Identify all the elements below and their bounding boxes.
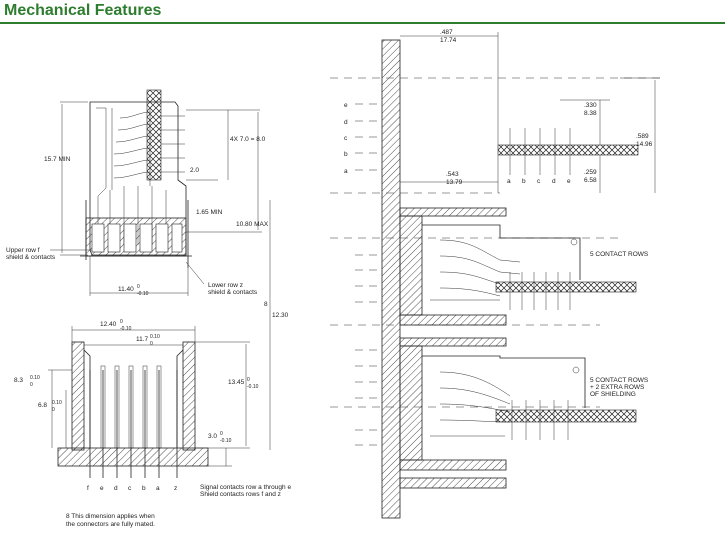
dim-3-0: 3.0 xyxy=(208,433,217,440)
dim-8-3-tol-bot: 0 xyxy=(30,382,33,388)
dim-13-45: 13.45 xyxy=(228,379,245,386)
title-divider xyxy=(0,22,725,24)
row-letter: d xyxy=(344,119,348,126)
footnote-2: the connectors are fully mated. xyxy=(66,521,155,528)
dim-543: .543 xyxy=(446,171,459,178)
dim-11-7-tol-top: 0.10 xyxy=(150,334,160,340)
dim-11-7: 11.7 xyxy=(136,336,149,343)
dim-589: .589 xyxy=(636,133,649,140)
pcb-letter: e xyxy=(567,178,571,185)
pin-label: e xyxy=(100,485,104,492)
dim-11-7-tol-bot: 0 xyxy=(150,341,153,347)
pin-label: f xyxy=(87,485,89,492)
dim-8-3: 8.3 xyxy=(14,377,23,384)
signal-note-2: Shield contacts rows f and z xyxy=(200,491,281,498)
dim-4x-pitch: 4X 7.0 = 8.0 xyxy=(230,136,266,143)
pcb-letters: a b c d e xyxy=(507,178,571,185)
dim-6-58: 6.58 xyxy=(584,177,597,184)
dim-13-45-tol-top: 0 xyxy=(247,377,250,383)
signal-note-1: Signal contacts row a through e xyxy=(200,484,291,491)
upper-row-label-2: shield & contacts xyxy=(6,254,56,261)
dim-8-38: 8.38 xyxy=(584,110,597,117)
upper-row-label-1: Upper row f xyxy=(6,247,40,254)
pin-label: z xyxy=(174,485,177,492)
front-view-drawing xyxy=(48,326,250,478)
note-extra-rows-2: + 2 EXTRA ROWS xyxy=(590,384,645,391)
dim-8-ref: 8 xyxy=(264,301,268,308)
dim-6-8: 6.8 xyxy=(38,402,47,409)
pcb-letter: c xyxy=(537,178,541,185)
dim-13-79: 13.79 xyxy=(446,179,463,186)
pin-label: c xyxy=(128,485,132,492)
dim-6-8-tol-bot: 0 xyxy=(52,407,55,413)
row-letter: c xyxy=(344,135,348,142)
row-letter: e xyxy=(344,102,348,109)
dim-487: .487 xyxy=(440,29,453,36)
page-title: Mechanical Features xyxy=(4,2,162,19)
pcb-letter: d xyxy=(552,178,556,185)
note-extra-rows-3: OF SHIELDING xyxy=(590,391,636,398)
note-extra-rows-1: 5 CONTACT ROWS xyxy=(590,377,649,384)
dim-3-0-tol-bot: -0.10 xyxy=(220,438,232,444)
dim-11-40-tol-bot: -0.10 xyxy=(137,291,149,297)
dim-12-40-tol-bot: -0.10 xyxy=(120,326,132,332)
pcb-letter: a xyxy=(507,178,511,185)
dim-1-65-min: 1.65 MIN xyxy=(196,209,223,216)
dim-15-7-min: 15.7 MIN xyxy=(44,156,71,163)
lower-row-label-2: shield & contacts xyxy=(208,289,258,296)
dim-3-0-tol-top: 0 xyxy=(220,431,223,437)
dim-12-30: 12.30 xyxy=(272,312,289,319)
dim-12-40-tol-top: 0 xyxy=(120,319,123,325)
dim-6-8-tol-top: 0.10 xyxy=(52,400,62,406)
pin-label: a xyxy=(156,485,160,492)
pin-label: b xyxy=(142,485,146,492)
lower-row-label-1: Lower row z xyxy=(208,282,243,289)
pin-row-labels: f e d c b a z xyxy=(87,485,177,492)
dim-17-74: 17.74 xyxy=(440,37,457,44)
side-view-drawing xyxy=(50,89,271,450)
dim-14-96: 14.96 xyxy=(636,141,653,148)
dim-259: .259 xyxy=(584,169,597,176)
row-letter: b xyxy=(344,151,348,158)
dim-12-40: 12.40 xyxy=(100,321,117,328)
footnote-1: 8 This dimension applies when xyxy=(66,513,155,520)
dim-11-40-tol-top: 0 xyxy=(137,284,140,290)
note-5-contact-rows: 5 CONTACT ROWS xyxy=(590,251,649,258)
pin-label: d xyxy=(114,485,118,492)
dim-2-0: 2.0 xyxy=(190,167,199,174)
cross-section-drawing xyxy=(330,32,660,519)
row-letters: e d c b a xyxy=(344,102,348,175)
dim-11-40: 11.40 xyxy=(118,286,134,293)
pcb-letter: b xyxy=(522,178,526,185)
row-letter: a xyxy=(344,168,348,175)
dim-10-80-max: 10.80 MAX xyxy=(236,221,269,228)
dim-330: .330 xyxy=(584,102,597,109)
dim-13-45-tol-bot: -0.10 xyxy=(247,384,259,390)
dim-8-3-tol-top: 0.10 xyxy=(30,375,40,381)
